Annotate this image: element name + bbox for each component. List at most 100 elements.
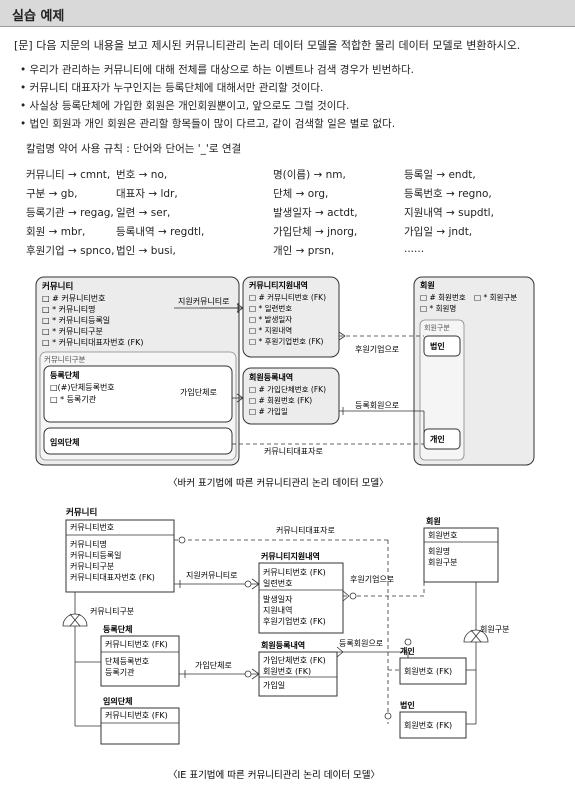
d2-anon-title: 임의단체 — [103, 696, 132, 706]
d2-prsn-title: 개인 — [400, 646, 415, 656]
d1-anon-title: 임의단체 — [50, 437, 79, 447]
d2-regorg-title: 등록단체 — [103, 624, 132, 634]
d2-anon-pk: 커뮤니티번호 (FK) — [105, 710, 168, 720]
d1-rel-regmbr: 등록회원으로 — [355, 401, 399, 410]
d1-cmnt-gb: 커뮤니티구분 — [44, 355, 85, 364]
abbrev-cell: 등록번호 → regno, — [404, 188, 492, 200]
d1-sup-title: 커뮤니티지원내역 — [249, 280, 308, 290]
d1-rel-spn: 후원기업으로 — [355, 345, 399, 354]
d2-prsn-pk: 회원번호 (FK) — [404, 667, 452, 676]
ie-entity-registered-org — [100, 635, 180, 687]
abbrev-cell: 번호 → no, — [116, 169, 168, 181]
d1-cmnt-attr: □ * 커뮤니티명 — [42, 304, 95, 314]
abbrev-cell: 가입일 → jndt, — [404, 226, 473, 238]
entity-registered-org — [43, 365, 233, 423]
d2-sup-attr: 발생일자 — [263, 594, 293, 604]
d2-regorg-pk: 커뮤니티번호 (FK) — [105, 639, 168, 649]
d1-rel-sup: 지원커뮤니티로 — [178, 296, 230, 306]
d1-busi: 법인 — [430, 341, 445, 351]
d2-mbr-title: 회원 — [426, 516, 441, 526]
d2-regorg-attr: 등록기관 — [105, 667, 135, 677]
d2-cmnt-pk: 커뮤니티번호 — [70, 522, 114, 532]
d1-cmnt-attr: □ * 커뮤니티구분 — [42, 326, 103, 336]
entity-business — [423, 335, 461, 357]
abbrev-cell: 단체 → org, — [273, 188, 329, 200]
d1-cmnt-attr: □ # 커뮤니티번호 — [42, 293, 106, 303]
d2-cmnt-attr: 커뮤니티대표자번호 (FK) — [70, 572, 155, 582]
ie-entity-member-registration — [258, 651, 338, 697]
abbrev-cell: 일련 → ser, — [116, 207, 171, 219]
d2-mreg-pk: 회원번호 (FK) — [263, 667, 311, 676]
d1-mreg-attr: □ # 가입일 — [249, 407, 288, 416]
bullet-1: • 우리가 관리하는 커뮤니티에 대해 전체를 대상으로 하는 이벤트나 검색 … — [20, 64, 415, 76]
abbrev-cell: 개인 → prsn, — [273, 245, 335, 257]
bullet-3: • 사실상 등록단체에 가입한 회원은 개인회원뿐이고, 앞으로도 그럴 것이다… — [20, 100, 350, 112]
question-text: [문] 다음 지문의 내용을 보고 제시된 커뮤니티관리 논리 데이터 모델을 … — [14, 39, 521, 52]
d2-mbr-pk: 회원번호 — [428, 531, 457, 540]
d2-sup-title: 커뮤니티지원내역 — [261, 551, 320, 561]
d1-caption: 〈바커 표기법에 따른 커뮤니티관리 논리 데이터 모델〉 — [168, 477, 389, 489]
d2-cmnt-attr: 커뮤니티명 — [70, 539, 107, 549]
d2-mbr-gb: 회원구분 — [480, 625, 509, 634]
d1-sup-attr: □ # 커뮤니티번호 (FK) — [249, 293, 326, 302]
d2-rel-spn: 후원기업으로 — [350, 575, 394, 584]
d2-regorg-attr: 단체등록번호 — [105, 656, 149, 666]
d2-cmnt-title: 커뮤니티 — [66, 507, 97, 518]
d2-mreg-title: 회원등록내역 — [261, 640, 305, 650]
abbrev-cell: 대표자 → ldr, — [116, 188, 178, 200]
section-header: 실습 예제 — [0, 0, 575, 26]
d1-regorg-title: 등록단체 — [50, 370, 79, 380]
d2-cmnt-gb: 커뮤니티구분 — [90, 606, 134, 616]
d2-sup-pk: 커뮤니티번호 (FK) — [263, 567, 326, 577]
abbrev-cell: 법인 → busi, — [116, 245, 176, 257]
entity-anonymous-org — [43, 427, 233, 455]
d2-mbr-attr: 회원명 — [428, 546, 450, 556]
d1-sup-attr: □ * 일련번호 — [249, 303, 292, 313]
d2-caption: 〈IE 표기법에 따른 커뮤니티관리 논리 데이터 모델〉 — [168, 769, 380, 781]
d1-mbr-gb: 회원구분 — [424, 323, 450, 332]
d1-cmnt-attr: □ * 커뮤니티대표자번호 (FK) — [42, 337, 144, 347]
d2-mreg-pk: 가입단체번호 (FK) — [263, 655, 326, 665]
d2-sup-pk: 일련번호 — [263, 578, 292, 588]
bullet-4: • 법인 회원과 개인 회원은 관리할 항목들이 많이 다르고, 같이 검색할 … — [20, 118, 396, 130]
d1-rel-join: 가입단체로 — [180, 387, 217, 397]
d1-sup-attr: □ * 후원기업번호 (FK) — [249, 337, 324, 346]
d1-mbr-attr: □ * 회원명 — [420, 303, 456, 313]
abbrev-cell: 지원내역 → supdtl, — [404, 207, 494, 219]
abbrev-cell: 회원 → mbr, — [26, 226, 86, 238]
d1-rel-ldr: 커뮤니티대표자로 — [264, 446, 323, 456]
barker-diagram: 커뮤니티 □ # 커뮤니티번호 □ * 커뮤니티명 □ * 커뮤니티등록일 □ … — [35, 276, 535, 489]
d1-prsn: 개인 — [430, 434, 445, 444]
entity-community-support — [242, 276, 340, 358]
d1-mreg-attr: □ # 회원번호 (FK) — [249, 396, 312, 405]
d1-mbr-title: 회원 — [420, 280, 435, 290]
d2-busi-pk: 회원번호 (FK) — [404, 721, 452, 730]
ie-entity-individual — [399, 657, 467, 685]
abbrev-rule: 칼럼명 약어 사용 규칙 : 단어와 단어는 '_'로 연결 — [26, 143, 242, 155]
abbrev-cell: 등록기관 → regag, — [26, 207, 114, 219]
abbrev-cell: 등록일 → endt, — [404, 169, 476, 181]
header-divider — [0, 26, 575, 27]
ie-entity-business — [399, 711, 467, 739]
d2-rel-regmbr: 등록회원으로 — [339, 639, 383, 648]
d1-sup-attr: □ * 발생일자 — [249, 314, 292, 324]
d1-mreg-attr: □ # 가입단체번호 (FK) — [249, 384, 326, 394]
d2-rel-join: 가입단체로 — [195, 660, 232, 670]
d2-mbr-attr: 회원구분 — [428, 558, 457, 567]
d2-cmnt-attr: 커뮤니티구분 — [70, 561, 114, 571]
bullet-2: • 커뮤니티 대표자가 누구인지는 등록단체에 대해서만 관리할 것이다. — [20, 82, 324, 94]
d1-sup-attr: □ * 지원내역 — [249, 325, 292, 335]
ie-entity-community — [65, 519, 175, 593]
section-title: 실습 예제 — [12, 9, 65, 24]
abbrev-cell: 구분 → gb, — [26, 188, 78, 200]
d2-rel-ldr: 커뮤니티대표자로 — [276, 525, 335, 535]
abbrev-cell: 명(이름) → nm, — [273, 169, 346, 181]
entity-member-registration — [242, 367, 340, 425]
ie-entity-member — [423, 527, 499, 583]
d2-sup-attr: 지원내역 — [263, 605, 292, 615]
abbrev-cell: 후원기업 → spnco, — [26, 245, 115, 257]
d1-regorg-attr: □ * 등록기관 — [50, 394, 97, 404]
ie-diagram: 커뮤니티 커뮤니티번호 커뮤니티명 커뮤니티등록일 커뮤니티구분 커뮤니티대표자… — [62, 507, 509, 781]
abbrev-cell: 등록내역 → regdtl, — [116, 226, 205, 238]
d1-mbr-attr: □ * 회원구분 — [474, 293, 517, 302]
